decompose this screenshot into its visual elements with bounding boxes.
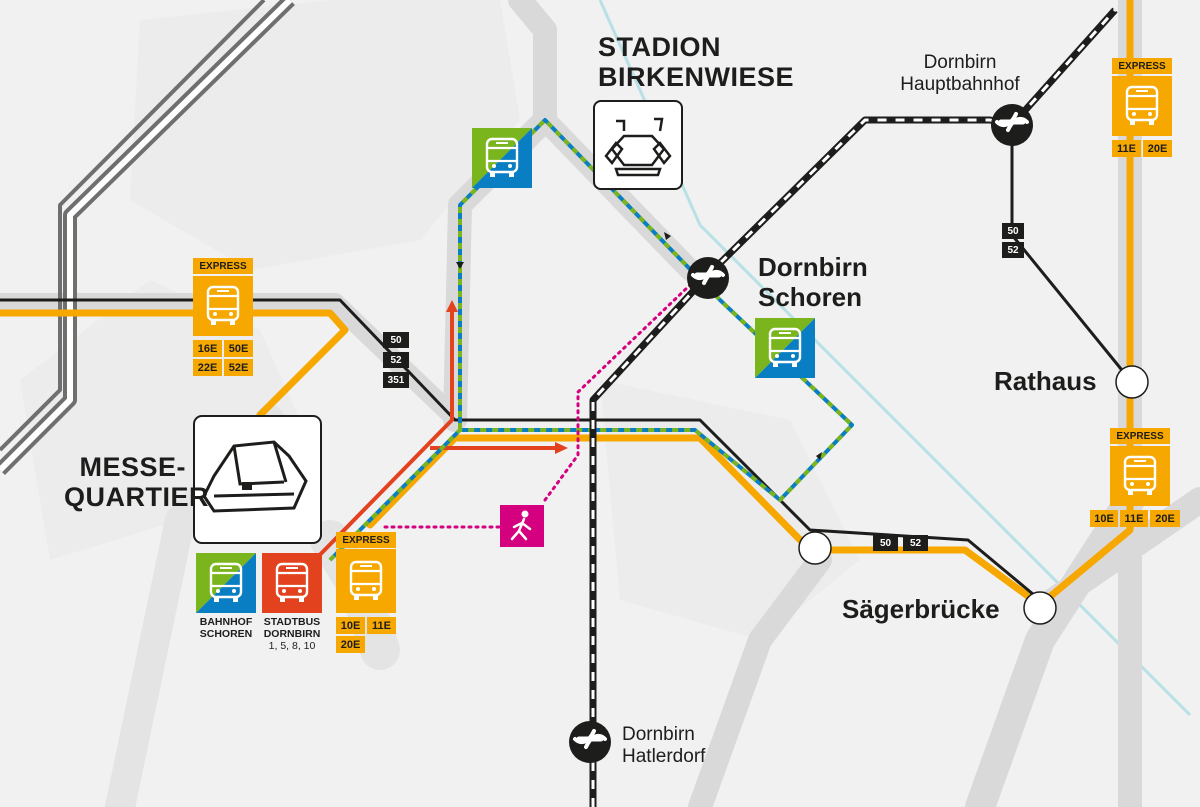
line-badge: 20E [336,636,365,653]
stop-rathaus [1115,365,1149,399]
express-label: EXPRESS [336,532,396,548]
line-badge: 20E [1150,510,1180,527]
place-label-messe: MESSE-QUARTIER [64,452,209,512]
bus-icon [472,128,532,188]
stop-mid [798,531,832,565]
line-badge: 52 [383,352,409,368]
line-badge: 10E [1090,510,1118,527]
line-badge: 50E [224,340,253,357]
stop-saegerbruecke [1023,591,1057,625]
walking-person-icon [500,505,544,547]
stadium-icon [593,100,683,190]
express-label: EXPRESS [1110,428,1170,444]
bus-icon [262,553,322,613]
line-badge: 10E [336,617,365,634]
bus-stops [798,365,1149,625]
mainline-railway [0,0,295,475]
place-label-rathaus: Rathaus [994,366,1097,396]
bus-icon [196,553,256,613]
line-badge: 50 [1002,223,1024,239]
bus-icon [193,276,253,336]
line-badge: 11E [367,617,396,634]
line-badge: 50 [383,332,409,348]
bus-icon [755,318,815,378]
bus-icon [1110,446,1170,506]
walking-path [383,283,692,529]
line-badge: 50 [873,535,898,551]
line-badge: 351 [383,372,409,388]
train-station-icon [991,104,1033,146]
line-badge: 52E [224,359,253,376]
train-station-icon [569,721,611,763]
stadtbus-route [303,300,568,572]
line-badge: 22E [193,359,222,376]
line-badge: 52 [903,535,928,551]
line-badge: 20E [1143,140,1172,157]
bus-icon [336,549,396,613]
line-badge: 16E [193,340,222,357]
express-label: EXPRESS [193,258,253,274]
bus-icon [1112,76,1172,136]
line-badge: 11E [1120,510,1148,527]
line-badge: 52 [1002,242,1024,258]
place-label-saegerbruecke: Sägerbrücke [842,594,1000,624]
exhibition-hall-icon [193,415,322,544]
train-station-icon [687,257,729,299]
express-label: EXPRESS [1112,58,1172,74]
river [598,0,1192,717]
line-badge: 11E [1112,140,1141,157]
